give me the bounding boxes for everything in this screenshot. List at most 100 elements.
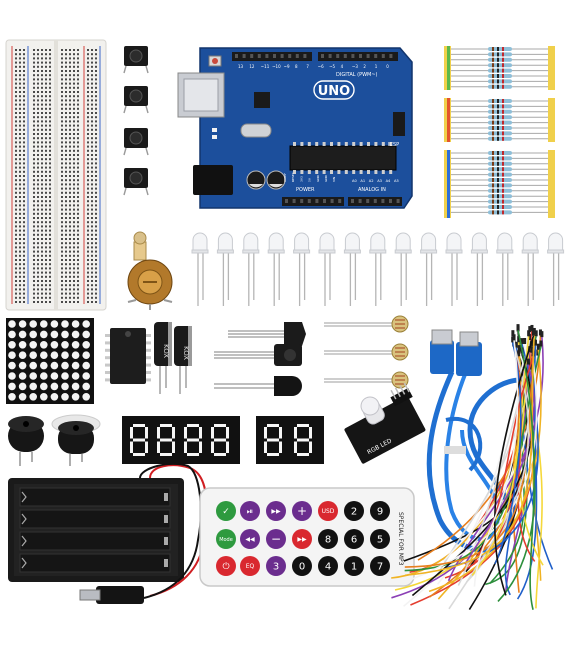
remote-side-text: SPECIAL FOR MP3 bbox=[397, 512, 404, 566]
remote-button bbox=[266, 501, 286, 521]
clear-leds bbox=[191, 232, 565, 306]
segment bbox=[172, 427, 175, 439]
jumper-wires bbox=[391, 324, 554, 610]
remote-button bbox=[344, 501, 364, 521]
resistor bbox=[488, 156, 512, 161]
usb-chip bbox=[254, 92, 270, 108]
resistor bbox=[488, 210, 512, 215]
analog-pin-label: A1 bbox=[360, 179, 365, 183]
remote-button-label: 7 bbox=[377, 562, 383, 573]
resistor bbox=[488, 199, 512, 204]
usb-cable bbox=[426, 329, 521, 553]
segment bbox=[130, 441, 133, 453]
segment bbox=[279, 427, 282, 439]
remote-button-label: 3 bbox=[273, 562, 279, 573]
remote-button bbox=[318, 556, 338, 576]
led bbox=[294, 232, 310, 253]
matrix-dots bbox=[8, 320, 90, 401]
seven-segment-4-digit bbox=[122, 416, 240, 464]
digital-pin-label: 0 bbox=[386, 64, 389, 69]
led bbox=[522, 232, 538, 253]
photoresistors bbox=[324, 315, 409, 389]
power-pin-label: IOREF bbox=[283, 173, 287, 182]
segment bbox=[145, 441, 148, 453]
icsp-label: ICSP bbox=[388, 142, 399, 148]
cable-tie bbox=[444, 446, 466, 454]
segment bbox=[226, 427, 229, 439]
remote-button-label: Mode bbox=[219, 537, 233, 543]
uno-logo-outline bbox=[313, 80, 355, 100]
remote-button-label: ✓ bbox=[222, 507, 230, 517]
electrolytic-capacitors: KOX KOX bbox=[154, 322, 192, 394]
remote-button bbox=[216, 501, 236, 521]
resistor bbox=[488, 172, 512, 177]
jumper-wire bbox=[493, 335, 535, 596]
remote-button-label: 8 bbox=[325, 535, 331, 546]
led bbox=[319, 232, 335, 253]
remote-button-label: 6 bbox=[351, 535, 357, 546]
ic-pins bbox=[105, 334, 151, 382]
led bbox=[471, 232, 487, 253]
remote-button-label: ▶▶ bbox=[271, 508, 281, 515]
resistor bbox=[488, 161, 512, 166]
resistor bbox=[488, 194, 512, 199]
segment bbox=[309, 427, 312, 439]
led bbox=[548, 232, 564, 253]
segment bbox=[160, 438, 172, 442]
segment bbox=[297, 424, 309, 427]
battery-slots bbox=[19, 487, 171, 573]
icsp-header bbox=[393, 112, 405, 136]
digital-header-right bbox=[318, 52, 398, 61]
resistor bbox=[488, 126, 512, 130]
resistor bbox=[488, 115, 512, 120]
remote-button-label: 0 bbox=[299, 562, 305, 573]
segment bbox=[309, 441, 312, 453]
segment bbox=[184, 441, 187, 453]
segment bbox=[199, 441, 202, 453]
segment bbox=[211, 427, 214, 439]
power-pin-label: GND bbox=[324, 174, 328, 182]
power-pin-label: 5V bbox=[308, 177, 312, 182]
segment bbox=[187, 424, 199, 427]
jumper-wire bbox=[473, 340, 519, 587]
digital-pin-label: ~10 bbox=[272, 64, 281, 69]
remote-button-label: EQ bbox=[246, 563, 255, 570]
segment bbox=[226, 441, 229, 453]
remote-button-label: 1 bbox=[351, 562, 357, 573]
digital-label: DIGITAL (PWM~) bbox=[336, 72, 378, 78]
battery-slot bbox=[19, 531, 171, 551]
remote-button-label: ◀◀ bbox=[245, 536, 255, 543]
resistor bbox=[488, 104, 512, 109]
led bbox=[344, 232, 360, 253]
battery-slot bbox=[19, 487, 171, 507]
digital-pin-label: 7 bbox=[306, 64, 309, 69]
remote-button-label: ▶▶ bbox=[297, 536, 307, 543]
capacitor-label-2: KOX bbox=[182, 346, 190, 360]
breadboard bbox=[5, 39, 107, 311]
segment bbox=[172, 441, 175, 453]
segment bbox=[214, 424, 226, 427]
power-pin-label: GND bbox=[316, 174, 320, 182]
digital-pin-label: ~3 bbox=[352, 64, 358, 69]
remote-button-label: USD bbox=[322, 508, 335, 515]
digital-pin-label: 13 bbox=[238, 64, 244, 69]
remote-button bbox=[344, 529, 364, 549]
led bbox=[192, 232, 208, 253]
resistor bbox=[488, 63, 512, 68]
resistor bbox=[488, 120, 512, 125]
remote-button bbox=[318, 501, 338, 521]
power-header bbox=[282, 197, 344, 206]
digital-pin-label: 4 bbox=[341, 64, 344, 69]
led-dot-matrix bbox=[6, 318, 94, 404]
led bbox=[395, 232, 411, 253]
resistor bbox=[488, 99, 512, 103]
seven-segment-2-digit bbox=[256, 416, 324, 464]
power-pin-label: RESET bbox=[291, 172, 295, 182]
buzzers bbox=[8, 414, 101, 466]
resistor bbox=[488, 167, 512, 172]
remote-button-label: 9 bbox=[377, 507, 383, 518]
segment bbox=[157, 427, 160, 439]
